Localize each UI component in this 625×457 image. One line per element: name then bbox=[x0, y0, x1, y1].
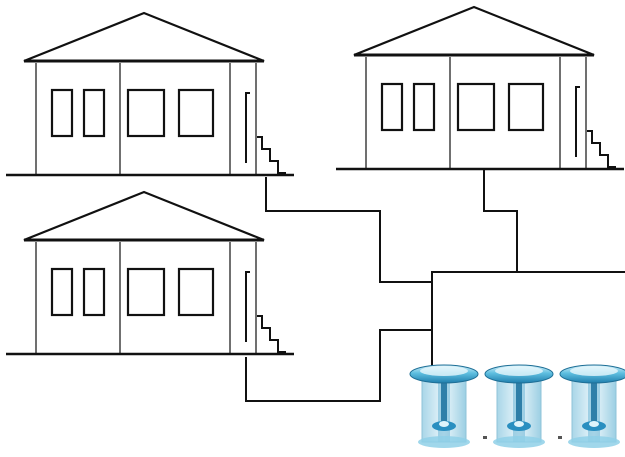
connector-mark bbox=[558, 436, 562, 439]
treatment-tank-outline bbox=[431, 271, 625, 372]
aerator-unit-3 bbox=[559, 364, 625, 449]
connector-mark bbox=[483, 436, 487, 439]
pipe-house-top-left bbox=[265, 177, 432, 283]
pipe-house-bottom-left bbox=[245, 329, 432, 402]
house-top-right bbox=[334, 5, 625, 171]
aerator-unit-2 bbox=[484, 364, 554, 449]
pipe-house-top-right bbox=[483, 170, 518, 272]
house-top-left bbox=[4, 11, 296, 177]
house-bottom-left bbox=[4, 190, 296, 356]
aerator-unit-1 bbox=[409, 364, 479, 449]
